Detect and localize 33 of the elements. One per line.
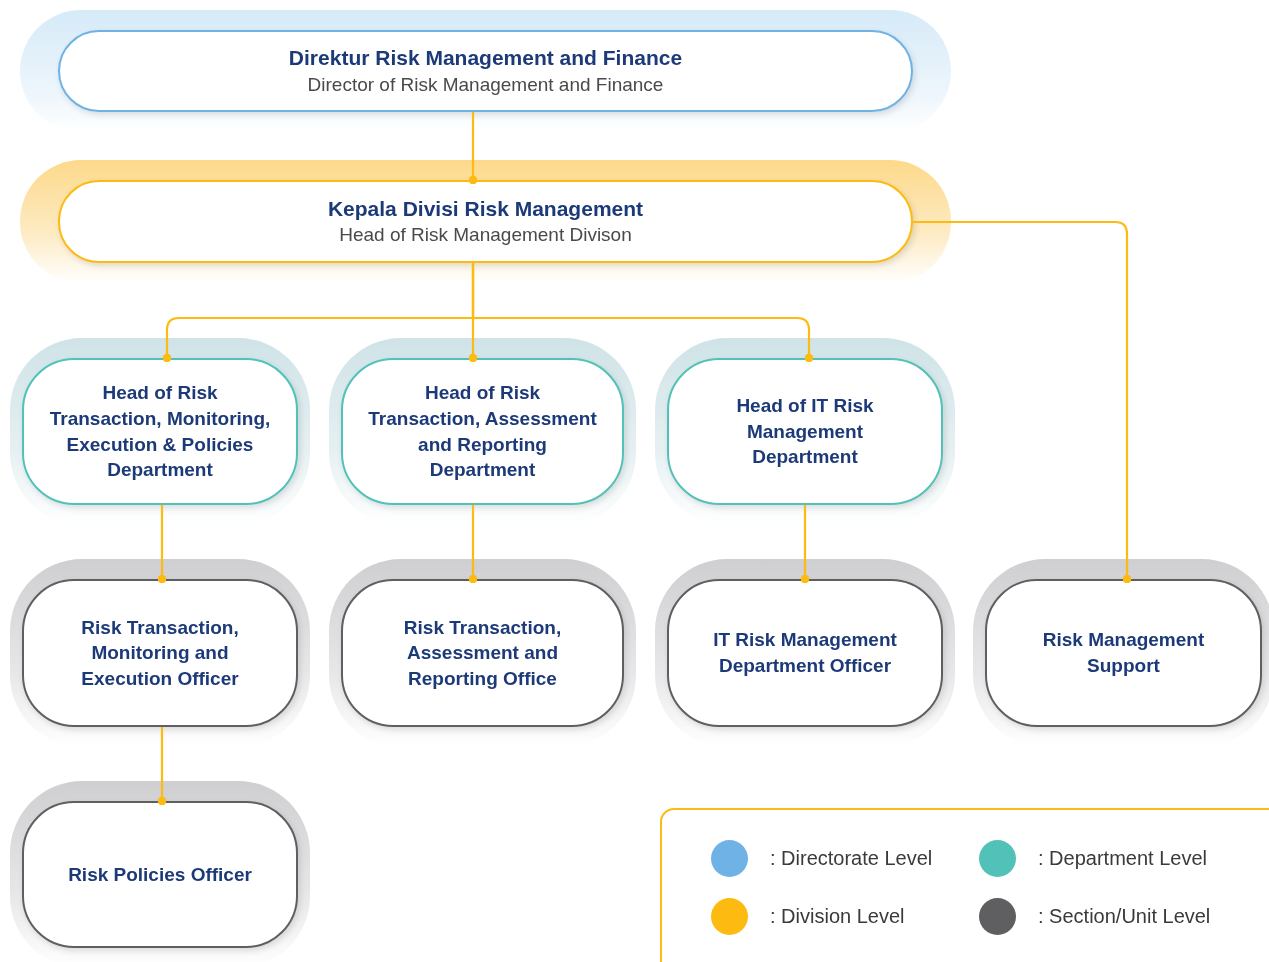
role-title: Head of IT Risk Management Department: [735, 394, 875, 470]
role-title: Risk Policies Officer: [68, 862, 252, 887]
org-box: [667, 358, 943, 505]
legend-label: : Section/Unit Level: [1038, 905, 1211, 928]
role-title: IT Risk Management Department Officer: [712, 628, 898, 678]
connector-line: [471, 263, 814, 363]
legend-label: : Department Level: [1038, 847, 1207, 870]
connector-line: [913, 220, 1132, 584]
org-box: [341, 358, 624, 505]
role-subtitle: Director of Risk Management and Finance: [307, 72, 664, 97]
role-title: Kepala Divisi Risk Management: [327, 196, 644, 222]
org-box: [667, 579, 943, 727]
org-box: [58, 30, 913, 112]
role-title: Head of Risk Transaction, Assessment and Reporting Department: [367, 381, 598, 483]
org-box: [22, 801, 298, 948]
connector-line: [468, 505, 478, 584]
role-title: Risk Transaction, Assessment and Reporting Office: [402, 615, 563, 691]
org-box: [985, 579, 1262, 727]
role-title: Head of Risk Transaction, Monitoring, Execution & Policies Department: [48, 381, 272, 483]
org-box: [22, 358, 298, 505]
role-subtitle: Head of Risk Management Divison: [339, 223, 632, 248]
role-title: Risk Transaction, Monitoring and Execution Officer: [80, 615, 240, 691]
legend-label: : Directorate Level: [770, 847, 933, 870]
org-box: [22, 579, 298, 727]
connector-line: [157, 505, 167, 584]
connector-line: [800, 505, 810, 584]
org-box: [58, 180, 913, 263]
legend-label: : Division Level: [770, 905, 905, 928]
connector-line: [468, 112, 478, 185]
role-title: Risk Management Support: [1041, 628, 1206, 678]
org-box: [341, 579, 624, 727]
role-title: Direktur Risk Management and Finance: [288, 45, 683, 72]
connector-line: [157, 727, 167, 806]
